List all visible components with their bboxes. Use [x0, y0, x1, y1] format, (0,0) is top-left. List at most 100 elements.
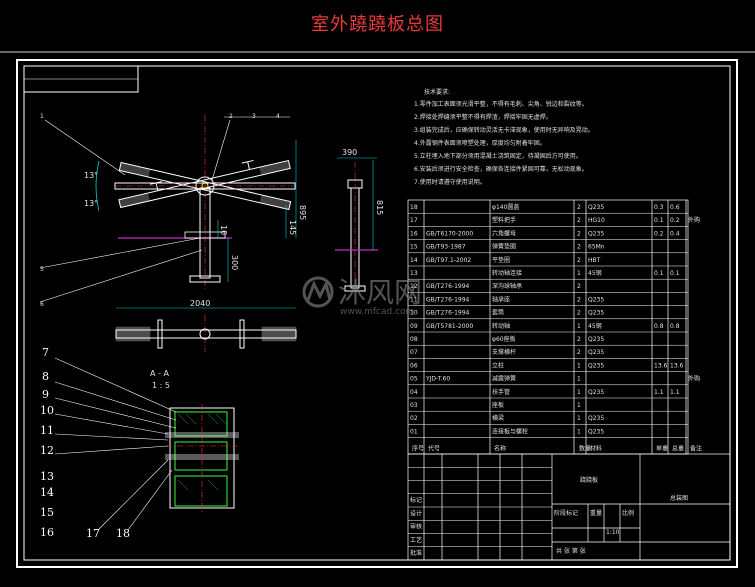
bom-cell-std: GB/T93-1987: [426, 244, 466, 251]
section-a-a: [54, 357, 239, 531]
balloon-number: 16: [40, 526, 54, 539]
bom-cell-qty: 1: [577, 428, 581, 435]
scale-label: 比例: [622, 509, 634, 517]
balloon-number: 8: [42, 370, 49, 383]
bom-cell-no: 13: [410, 270, 418, 277]
bom-cell-tot: 0.1: [670, 270, 680, 277]
bom-cell-tot: 1.1: [670, 389, 680, 396]
bom-cell-name: 弹簧垫圈: [492, 243, 516, 251]
title-block-row-label: 审核: [410, 523, 422, 531]
bom-cell-qty: 2: [577, 349, 581, 356]
bom-cell-wt: 0.1: [654, 270, 664, 277]
bom-cell-name: 横梁: [492, 414, 504, 422]
bom-cell-tot: 0.6: [670, 204, 680, 211]
bom-cell-wt: 0.3: [654, 204, 664, 211]
watermark-brand: 沐风网: [338, 276, 422, 309]
bom-cell-mat: Q235: [588, 389, 604, 396]
bom-cell-mat: 45钢: [588, 269, 602, 277]
dim-300: 300: [230, 255, 239, 270]
bom-cell-name: 轴承座: [492, 295, 510, 303]
balloon-number: 6: [40, 301, 44, 308]
bom-cell-mat: Q235: [588, 310, 604, 317]
bom-cell-qty: 2: [577, 217, 581, 224]
bom-cell-qty: 1: [577, 415, 581, 422]
bom-cell-qty: 2: [577, 244, 581, 251]
balloon-number: 9: [42, 388, 49, 401]
drawing-type: 总装图: [670, 494, 688, 502]
balloon-number: 4: [276, 113, 280, 120]
bom-cell-mat: HBT: [588, 257, 601, 264]
balloon-number: 18: [116, 527, 130, 540]
bom-cell-name: 塑料把手: [492, 216, 516, 224]
page-title: 室外蹺蹺板总图: [311, 14, 444, 35]
balloon-number: 10: [40, 404, 54, 417]
tech-req-line: 2.焊接处焊缝须平整不得有焊渣，焊接牢固无虚焊。: [414, 113, 552, 121]
bom-cell-no: 03: [410, 402, 418, 409]
bom-cell-qty: 2: [577, 204, 581, 211]
bom-cell-name: 连接板与螺栓: [492, 427, 528, 435]
bom-cell-name: φ140圆盖: [492, 203, 519, 211]
dim-2040: 2040: [190, 299, 210, 308]
bom-cell-name: 转动轴: [492, 322, 510, 330]
bom-cell-name: 套筒: [492, 309, 504, 317]
bom-cell-qty: 2: [577, 310, 581, 317]
bom-cell-std: GB/T276-1994: [426, 310, 470, 317]
balloon-number: 3: [252, 113, 256, 120]
sheet-label: 共 张 第 张: [556, 547, 586, 555]
bom-cell-no: 12: [410, 283, 418, 290]
bom-cell-mat: HG10: [588, 217, 605, 224]
dim-10: 10: [219, 225, 228, 235]
bom-cell-qty: 1: [577, 362, 581, 369]
bom-cell-note: 外购: [688, 375, 700, 383]
bom-cell-std: GB/T6170-2000: [426, 230, 473, 237]
balloon-number: 17: [86, 527, 100, 540]
outer-frame: [16, 59, 738, 568]
stage-label: 阶段标记: [554, 509, 578, 517]
bom-cell-std: GB/T97.1-2002: [426, 257, 471, 264]
bom-cell-no: 10: [410, 310, 418, 317]
bom-header-std: 代号: [428, 445, 440, 453]
bom-cell-no: 05: [410, 376, 418, 383]
bom-cell-no: 09: [410, 323, 418, 330]
bom-header-no: 序号: [412, 445, 424, 453]
bom-cell-no: 14: [410, 257, 418, 264]
bom-cell-tot: 0.4: [670, 230, 680, 237]
bom-header-wt: 单重: [656, 445, 668, 453]
watermark-logo-icon: [302, 276, 334, 308]
scale-value: 1:10: [606, 529, 620, 536]
bom-cell-no: 08: [410, 336, 418, 343]
bom-cell-mat: 65Mn: [588, 244, 605, 251]
tech-req-line: 6.安装后须进行安全检查，确保各连接件紧固可靠，无松动现象。: [414, 165, 588, 173]
bom-cell-qty: 1: [577, 270, 581, 277]
bom-cell-tot: 0.8: [670, 323, 680, 330]
tech-req-line: 5.立柱埋入地下部分须用混凝土浇筑固定，待凝固后方可使用。: [414, 152, 582, 160]
weight-label: 重量: [590, 509, 602, 517]
front-view: [39, 115, 297, 303]
bom-cell-tot: 13.6: [670, 362, 684, 369]
balloon-number: 13: [40, 470, 54, 483]
dim-390: 390: [342, 148, 357, 157]
bom-cell-name: 支撑横杆: [492, 348, 516, 356]
bom-header-name: 名称: [494, 445, 506, 453]
bom-cell-name: 减震弹簧: [492, 375, 516, 383]
bom-cell-qty: 1: [577, 323, 581, 330]
bom-cell-std: GB/T5781-2000: [426, 323, 473, 330]
bom-cell-wt: 0.8: [654, 323, 664, 330]
bom-cell-qty: 1: [577, 389, 581, 396]
bom-cell-qty: 2: [577, 336, 581, 343]
tech-req-line: 7.使用时请遵守使用说明。: [414, 178, 486, 186]
dim-145: 145: [288, 220, 297, 235]
bom-cell-no: 04: [410, 389, 418, 396]
product-name: 跷跷板: [580, 476, 598, 484]
bom-cell-qty: 1: [577, 376, 581, 383]
balloon-number: 11: [40, 424, 54, 437]
tech-req-heading: 技术要求:: [424, 88, 450, 96]
bom-cell-mat: Q235: [588, 204, 604, 211]
bom-cell-name: 座板: [492, 401, 504, 409]
balloon-number: 15: [40, 506, 54, 519]
balloon-number: 2: [229, 113, 233, 120]
bom-cell-qty: 2: [577, 283, 581, 290]
tech-req-line: 1.零件加工表面须光滑平整，不得有毛刺、尖角、锐边和裂纹等。: [414, 100, 588, 108]
bom-cell-mat: Q235: [588, 349, 604, 356]
